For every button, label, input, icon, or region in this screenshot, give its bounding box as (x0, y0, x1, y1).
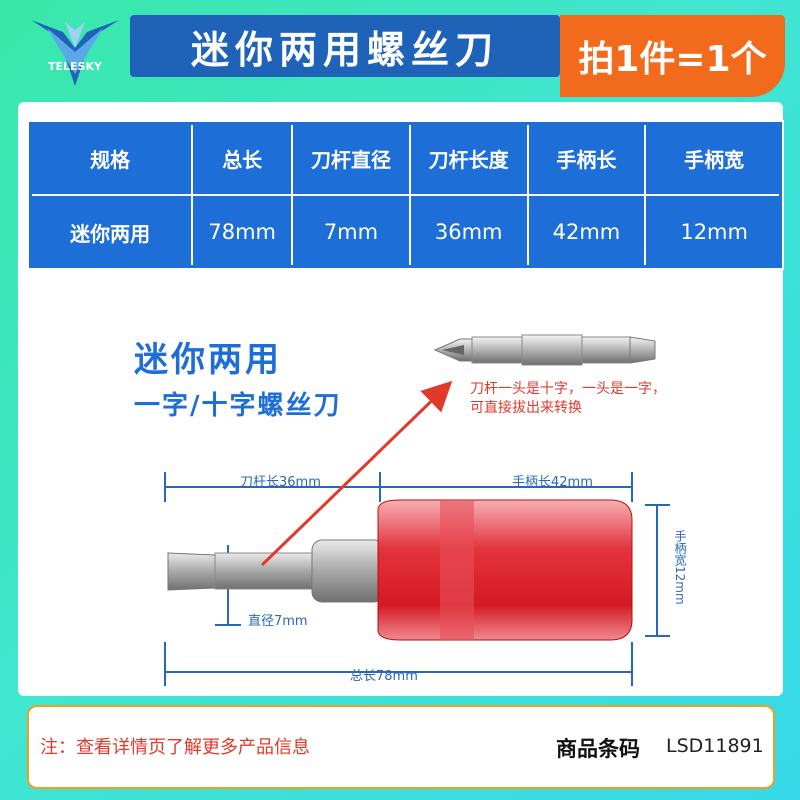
spec-header-cell: 刀杆长度 (408, 120, 529, 196)
double-bit-illustration (433, 334, 656, 366)
barcode-value: LSD11891 (666, 735, 764, 757)
header: TELESKY 迷你两用螺丝刀 拍1件=1个 (0, 0, 800, 100)
spec-value-cell: 36mm (408, 194, 529, 270)
spec-value-cell: 7mm (291, 194, 411, 270)
diameter-label: 直径7mm (248, 614, 308, 629)
spec-header-cell: 手柄宽 (644, 120, 784, 196)
spec-table: 规格 总长 刀杆直径 刀杆长度 手柄长 手柄宽 迷你两用 78mm 7mm 36… (26, 120, 784, 270)
bit-note-line1: 刀杆一头是十字，一头是一字， (470, 381, 666, 397)
spec-header-cell: 刀杆直径 (291, 120, 411, 196)
footer-box (27, 705, 775, 789)
total-length-label: 总长78mm (350, 669, 418, 684)
spec-value-cell: 78mm (191, 194, 294, 270)
product-title: 迷你两用 (134, 340, 282, 380)
product-subtitle: 一字/十字螺丝刀 (134, 391, 342, 421)
spec-header-cell: 规格 (26, 120, 194, 196)
spec-header-cell: 手柄长 (526, 120, 647, 196)
logo-text: TELESKY (48, 60, 103, 73)
spec-value-cell: 迷你两用 (26, 194, 194, 270)
footer-note: 注：查看详情页了解更多产品信息 (40, 737, 310, 758)
shaft-length-label: 刀杆长36mm (240, 475, 321, 490)
handle-length-label: 手柄长42mm (512, 475, 593, 490)
barcode-label: 商品条码 (556, 737, 640, 761)
spec-value-cell: 42mm (526, 194, 647, 270)
handle-width-label: 手柄宽12mm (673, 530, 687, 605)
quantity-badge: 拍1件=1个 (560, 15, 785, 97)
spec-value-cell: 12mm (644, 194, 784, 270)
bit-note-line2: 可直接拔出来转换 (470, 400, 582, 416)
spec-header-row: 规格 总长 刀杆直径 刀杆长度 手柄长 手柄宽 (26, 120, 784, 196)
telesky-logo-icon: TELESKY (31, 20, 119, 86)
page-title: 迷你两用螺丝刀 (130, 15, 560, 77)
spec-value-row: 迷你两用 78mm 7mm 36mm 42mm 12mm (26, 194, 784, 270)
